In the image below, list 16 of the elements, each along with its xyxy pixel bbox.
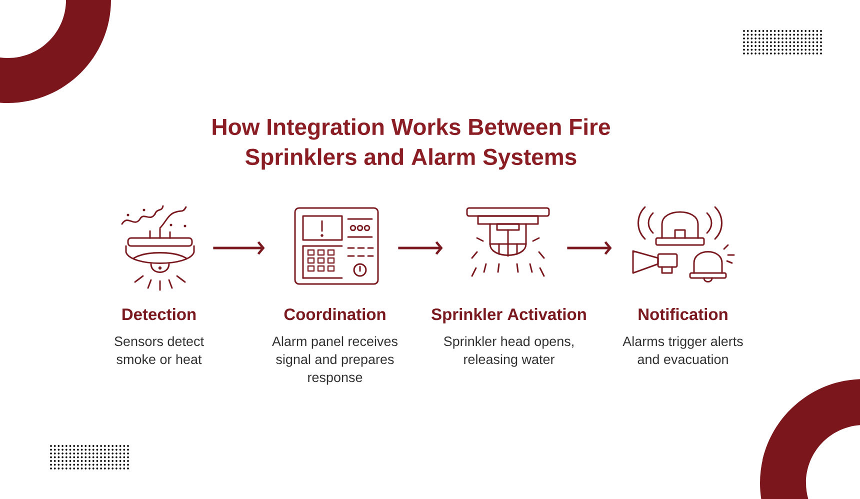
smoke-detector-icon bbox=[121, 205, 195, 291]
step-heading: Coordination bbox=[284, 308, 386, 320]
sprinkler-head-icon bbox=[466, 207, 550, 277]
step-heading: Sprinkler Activation bbox=[432, 308, 586, 324]
control-panel-icon bbox=[294, 207, 379, 285]
step-heading: Notification bbox=[638, 308, 728, 320]
arrow bbox=[398, 241, 443, 255]
title: How Integration Works Between Fire Sprinklers and Alarm Systems bbox=[212, 118, 610, 170]
alarm-siren-icon bbox=[632, 206, 735, 282]
arrow bbox=[213, 241, 265, 255]
arrow bbox=[567, 241, 612, 255]
step-heading: Detection bbox=[122, 308, 196, 320]
step-description: Alarms trigger alerts and evacuation bbox=[622, 336, 743, 364]
step-description: Sensors detect smoke or heat bbox=[114, 336, 204, 364]
step-description: Sprinkler head opens, releasing water bbox=[444, 336, 574, 367]
step-description: Alarm panel receives signal and prepares response bbox=[272, 336, 398, 385]
